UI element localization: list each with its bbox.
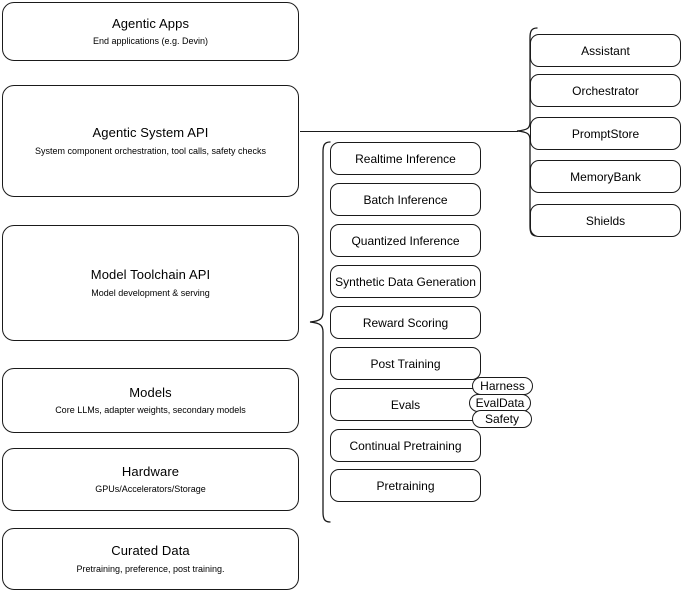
item-label: Evals — [390, 397, 421, 412]
mini-pill-label: EvalData — [475, 396, 525, 410]
layer-title: Model Toolchain API — [90, 267, 211, 283]
item-label: Quantized Inference — [351, 233, 460, 248]
mini-pill-label: Harness — [480, 379, 525, 393]
item-box-synthetic-data-generation[interactable]: Synthetic Data Generation — [330, 265, 481, 298]
layer-box-agentic-apps[interactable]: Agentic Apps End applications (e.g. Devi… — [2, 2, 299, 61]
item-box-quantized-inference[interactable]: Quantized Inference — [330, 224, 481, 257]
layer-title: Curated Data — [111, 543, 190, 559]
layer-subtitle: GPUs/Accelerators/Storage — [95, 484, 206, 494]
layer-title: Agentic Apps — [111, 15, 190, 31]
item-label: Orchestrator — [572, 83, 639, 98]
item-box-continual-pretraining[interactable]: Continual Pretraining — [330, 429, 481, 462]
connector-line-system-api — [300, 131, 518, 133]
layer-box-models[interactable]: Models Core LLMs, adapter weights, secon… — [2, 368, 299, 433]
item-label: Shields — [585, 213, 626, 228]
item-label: PromptStore — [571, 126, 640, 141]
item-label: Continual Pretraining — [349, 438, 462, 453]
item-label: MemoryBank — [570, 169, 641, 184]
item-box-batch-inference[interactable]: Batch Inference — [330, 183, 481, 216]
item-box-post-training[interactable]: Post Training — [330, 347, 481, 380]
item-label: Batch Inference — [363, 192, 448, 207]
mini-pill-harness[interactable]: Harness — [472, 377, 533, 395]
layer-subtitle: Core LLMs, adapter weights, secondary mo… — [55, 405, 246, 415]
item-label: Synthetic Data Generation — [335, 274, 476, 289]
item-label: Realtime Inference — [355, 151, 456, 166]
item-box-pretraining[interactable]: Pretraining — [330, 469, 481, 502]
layer-title: Models — [129, 384, 172, 400]
mini-pill-safety[interactable]: Safety — [472, 410, 532, 428]
layer-title: Agentic System API — [92, 125, 209, 141]
item-box-assistant[interactable]: Assistant — [530, 34, 681, 67]
item-box-shields[interactable]: Shields — [530, 204, 681, 237]
item-label: Reward Scoring — [362, 315, 449, 330]
layer-box-curated-data[interactable]: Curated Data Pretraining, preference, po… — [2, 528, 299, 590]
bracket-toolchain — [309, 141, 331, 523]
layer-subtitle: Model development & serving — [91, 287, 210, 298]
item-label: Post Training — [370, 356, 441, 371]
item-box-promptstore[interactable]: PromptStore — [530, 117, 681, 150]
layer-box-agentic-system-api[interactable]: Agentic System API System component orch… — [2, 85, 299, 197]
mini-pill-evaldata[interactable]: EvalData — [469, 394, 531, 412]
layer-subtitle: System component orchestration, tool cal… — [34, 145, 267, 156]
layer-box-hardware[interactable]: Hardware GPUs/Accelerators/Storage — [2, 448, 299, 511]
item-box-realtime-inference[interactable]: Realtime Inference — [330, 142, 481, 175]
layer-box-model-toolchain-api[interactable]: Model Toolchain API Model development & … — [2, 225, 299, 341]
layer-title: Hardware — [121, 463, 180, 479]
item-box-reward-scoring[interactable]: Reward Scoring — [330, 306, 481, 339]
item-box-orchestrator[interactable]: Orchestrator — [530, 74, 681, 107]
mini-pill-label: Safety — [484, 412, 520, 426]
item-box-memorybank[interactable]: MemoryBank — [530, 160, 681, 193]
item-label: Pretraining — [376, 478, 435, 493]
layer-subtitle: Pretraining, preference, post training. — [76, 563, 225, 574]
item-box-evals[interactable]: Evals — [330, 388, 481, 421]
item-label: Assistant — [581, 43, 630, 58]
layer-subtitle: End applications (e.g. Devin) — [92, 36, 209, 46]
